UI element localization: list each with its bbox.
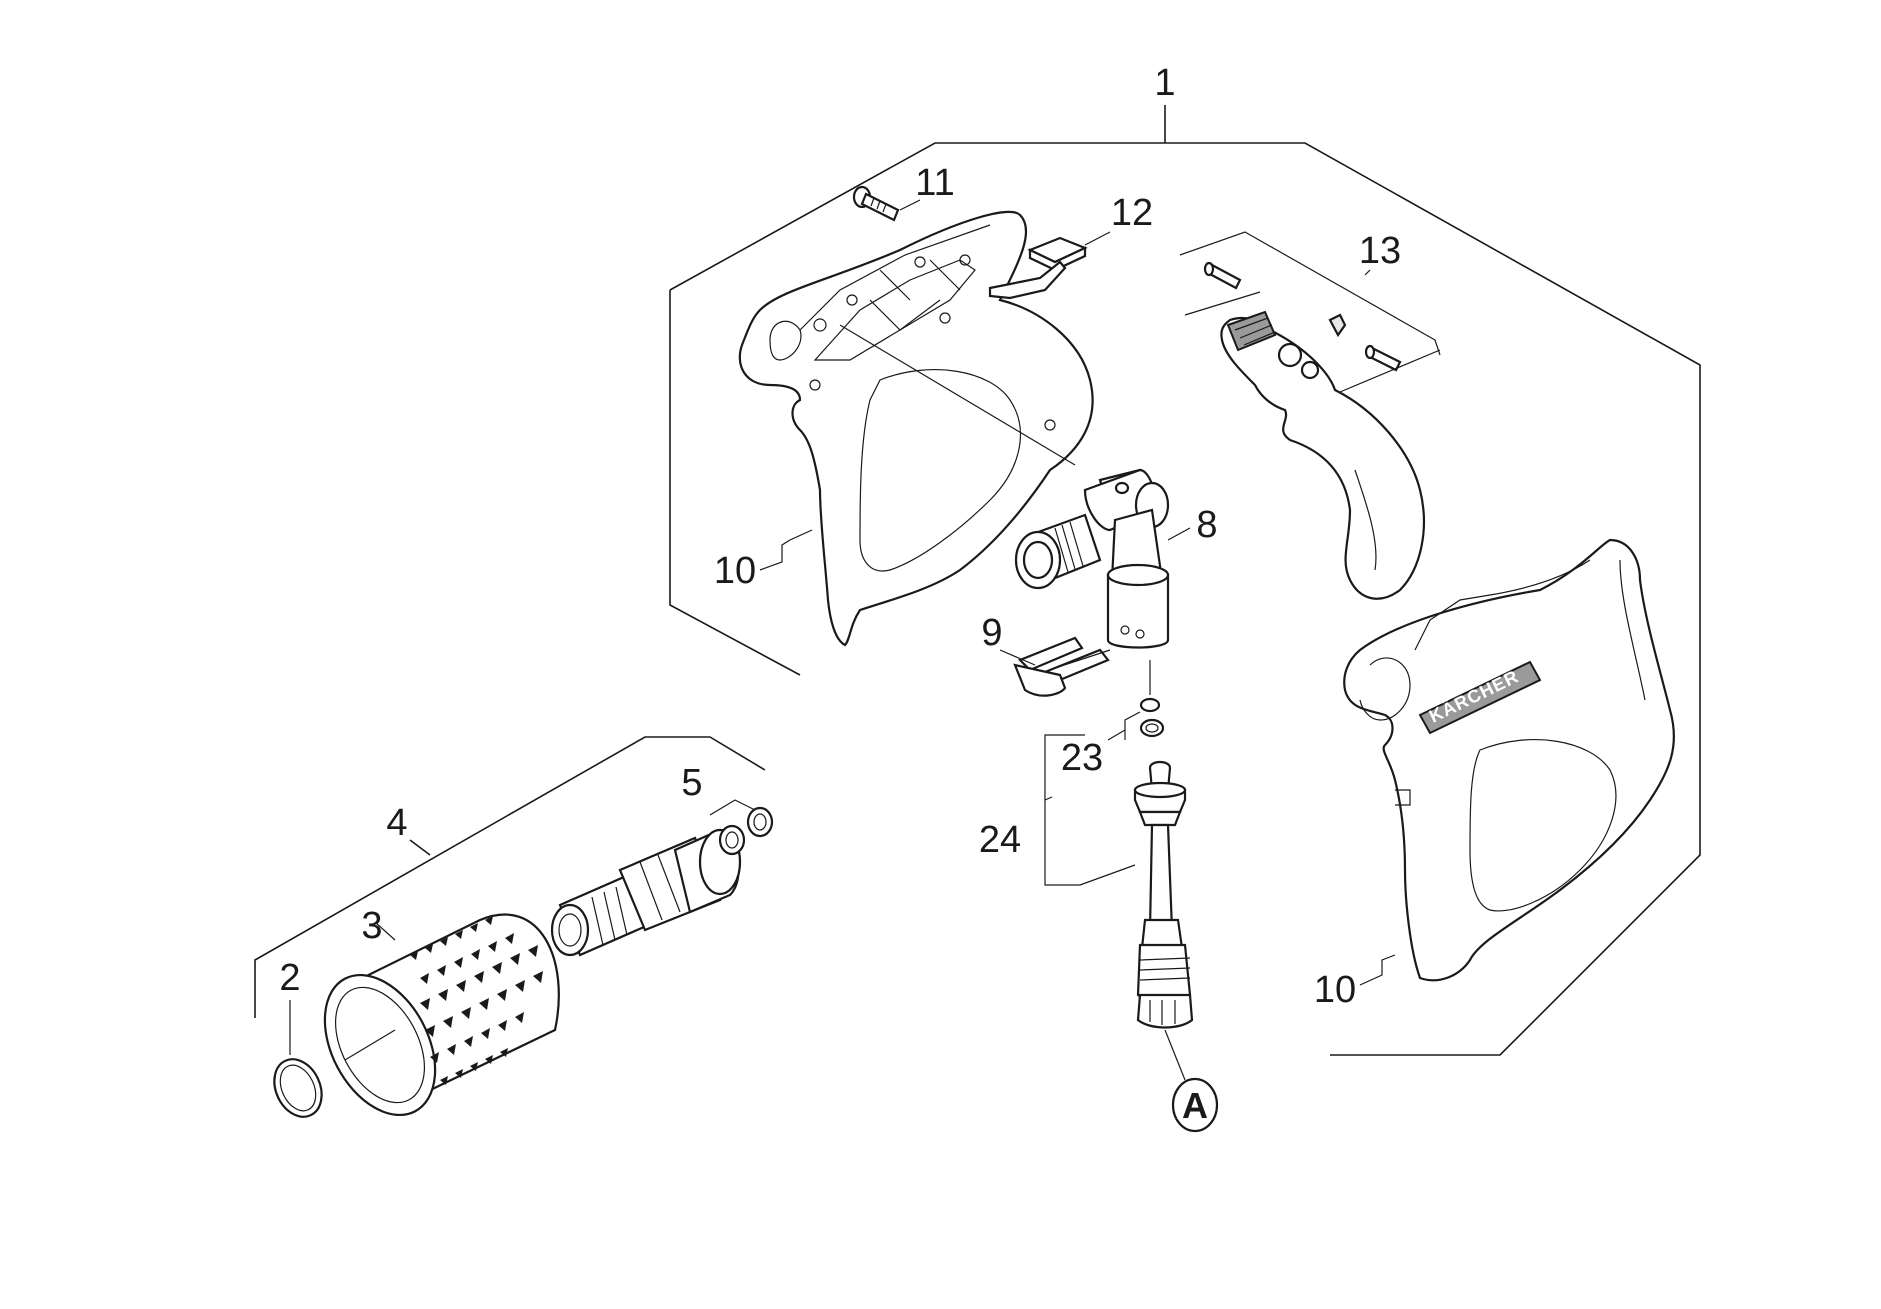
reference-marker-letter: A [1182, 1085, 1208, 1126]
perforated-sleeve-3 [323, 913, 560, 1117]
left-housing-shell [738, 210, 1094, 647]
trigger-lever-13 [1179, 231, 1441, 600]
assembly-4-boundary [254, 736, 766, 1018]
callout-4: 4 [386, 802, 407, 844]
sleeve-perforations [410, 916, 543, 1085]
o-rings-23 [1107, 660, 1165, 741]
pin-lower [1364, 344, 1402, 372]
callout-8: 8 [1196, 504, 1217, 546]
callout-1: 1 [1154, 62, 1175, 104]
washers-5 [709, 799, 774, 856]
callout-24: 24 [979, 819, 1021, 861]
pin-upper [1203, 261, 1242, 290]
callout-11: 11 [915, 162, 954, 204]
callout-5: 5 [681, 762, 702, 804]
callout-9: 9 [981, 612, 1002, 654]
callout-12: 12 [1111, 192, 1153, 234]
elbow-fitting-8 [1014, 468, 1191, 649]
callout-13: 13 [1359, 230, 1401, 272]
callout-3: 3 [361, 905, 382, 947]
callout-10-left: 10 [714, 550, 756, 592]
callout-labels: 1 2 3 4 5 8 9 10 10 11 12 13 23 24 [279, 62, 1401, 1011]
screw-11 [852, 185, 921, 222]
clip-12 [988, 231, 1111, 300]
right-housing-shell: KÄRCHER [1343, 538, 1675, 982]
clip-9 [999, 636, 1111, 697]
callout-2: 2 [279, 957, 300, 999]
pipe-assembly-24 [1044, 734, 1194, 1081]
reference-marker-a: A [1171, 1077, 1219, 1133]
nozzle-connector [550, 828, 742, 957]
leader-lines [759, 529, 1396, 986]
callout-23: 23 [1061, 737, 1103, 779]
callout-10-right: 10 [1314, 969, 1356, 1011]
circlip-2 [273, 1000, 323, 1118]
assembly-1-boundary [669, 105, 1701, 1056]
